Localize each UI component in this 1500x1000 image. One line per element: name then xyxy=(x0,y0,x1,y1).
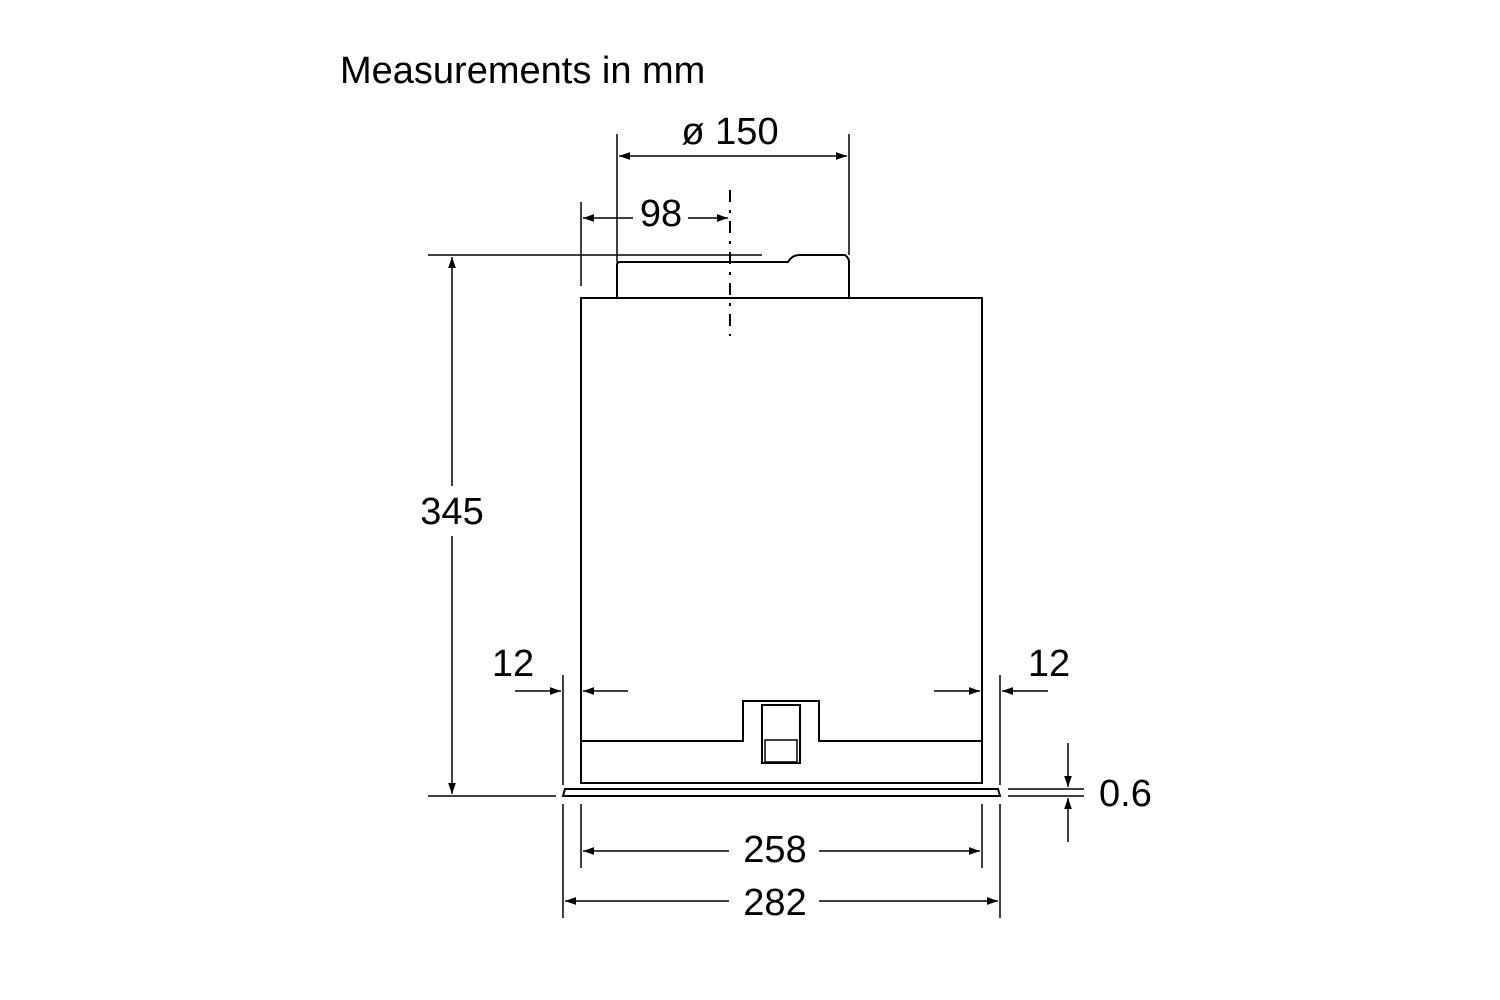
dim-inner-width-label: 258 xyxy=(743,829,806,871)
dim-inset-right-label: 12 xyxy=(1028,643,1070,685)
dim-inner-width: 258 xyxy=(580,804,983,871)
dim-outer-width: 282 xyxy=(562,804,1001,924)
dim-outer-width-label: 282 xyxy=(743,882,806,924)
dim-panel-thickness: 0.6 xyxy=(1008,743,1152,842)
dim-duct-diameter-label: ø 150 xyxy=(681,111,778,153)
duct-connector xyxy=(616,254,850,298)
dim-duct-offset-label: 98 xyxy=(640,193,682,235)
page-title: Measurements in mm xyxy=(340,50,706,92)
dim-duct-offset: 98 xyxy=(580,193,728,286)
dim-inset-right: 12 xyxy=(934,643,1070,785)
dim-inset-left: 12 xyxy=(492,643,628,785)
hood-body xyxy=(561,297,1002,797)
dim-panel-thickness-label: 0.6 xyxy=(1099,773,1152,815)
dim-duct-diameter: ø 150 xyxy=(616,111,850,262)
dim-height-label: 345 xyxy=(420,491,483,533)
dim-height: 345 xyxy=(420,254,762,797)
dim-inset-left-label: 12 xyxy=(492,643,534,685)
